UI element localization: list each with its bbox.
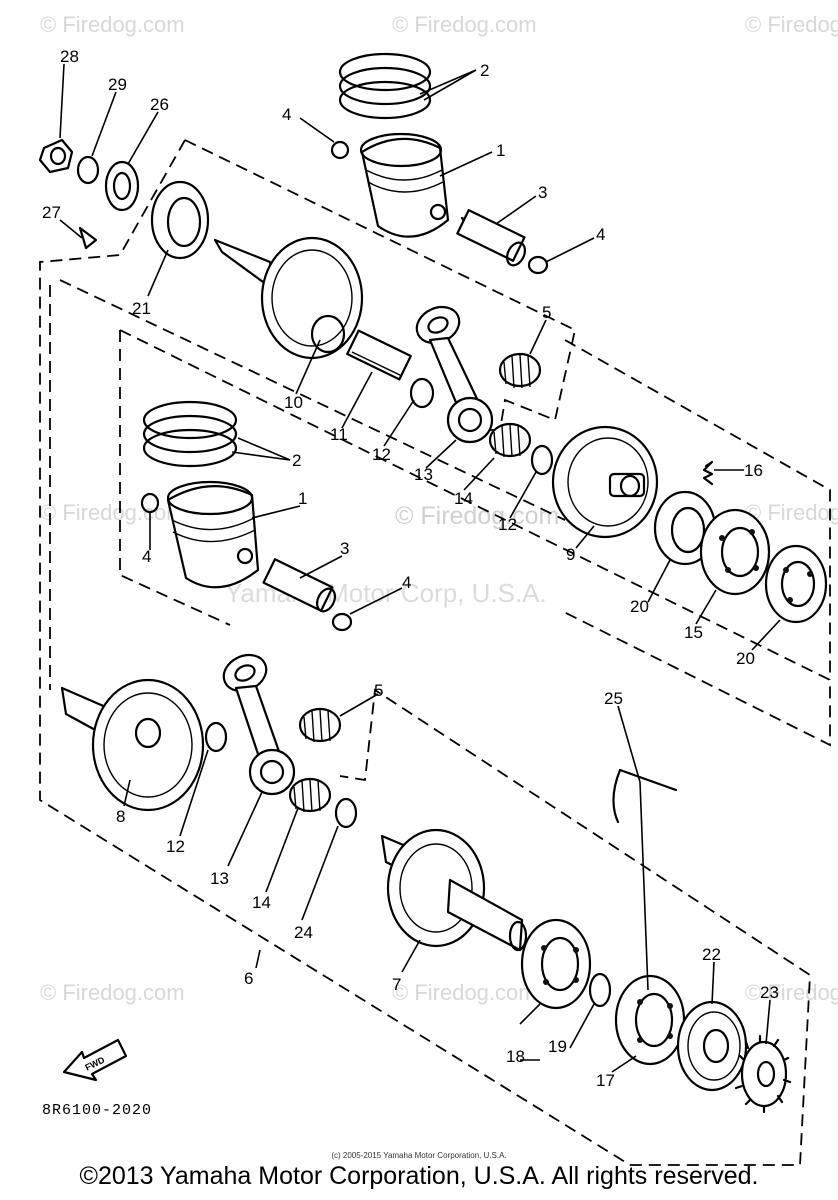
callout-5-lower: 5 [374, 681, 383, 700]
nut-28 [38, 138, 74, 174]
callout-11: 11 [330, 425, 348, 444]
washer-29 [76, 155, 100, 185]
callout-13-lower: 13 [210, 869, 229, 888]
key-27 [78, 226, 98, 250]
callout-6: 6 [244, 969, 253, 988]
callout-1-lower: 1 [298, 489, 307, 508]
callout-28: 28 [60, 47, 79, 66]
upper-piston-rings [338, 52, 432, 120]
callout-23: 23 [760, 983, 779, 1002]
crank-wheel-8 [60, 678, 205, 812]
callout-16: 16 [744, 461, 763, 480]
bearing-15 [699, 508, 771, 596]
sprocket-23 [734, 1034, 792, 1114]
callout-8: 8 [116, 807, 125, 826]
bearing-21 [150, 180, 210, 260]
callout-18: 18 [506, 1047, 525, 1066]
crank-wheel-10 [213, 236, 364, 360]
diagram-part-code: 8R6100-2020 [42, 1102, 153, 1119]
watermark-bottom-right: © Firedog.com [745, 980, 838, 1005]
watermark-top-center: © Firedog.com [392, 12, 537, 37]
watermark-top-left: © Firedog.com [40, 12, 185, 37]
lower-circlip-right [331, 612, 353, 632]
spring-16 [702, 460, 714, 486]
callout-19: 19 [548, 1037, 567, 1056]
needle-bearing-5-lower [298, 707, 342, 743]
lower-piston-pin [262, 558, 337, 613]
upper-piston [359, 132, 450, 238]
callout-2-lower: 2 [292, 451, 301, 470]
callout-4-upper-right: 4 [596, 225, 605, 244]
watermark-layer: © Firedog.com © Firedog.com © Firedog.co… [40, 12, 838, 1005]
callout-labels: 28 29 26 27 21 2 4 1 3 4 5 10 11 12 13 1… [42, 47, 779, 1090]
washer-12-upper-right [530, 444, 554, 476]
bearing-20-b [764, 544, 828, 624]
washer-19 [588, 972, 612, 1008]
washer-12-lower [204, 721, 228, 753]
callout-3-upper: 3 [538, 183, 547, 202]
callout-22: 22 [702, 945, 721, 964]
upper-circlip-left [330, 140, 350, 160]
needle-bearing-14-lower [288, 777, 332, 813]
callout-3-lower: 3 [340, 539, 349, 558]
callout-4-upper-left: 4 [282, 105, 291, 124]
callout-12-upper: 12 [372, 445, 391, 464]
callout-14-lower: 14 [252, 893, 271, 912]
oil-seal-22 [676, 1000, 748, 1092]
crank-wheel-9 [551, 425, 659, 539]
small-copyright-notice: (c) 2005-2015 Yamaha Motor Corporation, … [331, 1151, 507, 1160]
watermark-top-right: © Firedog.com [745, 12, 838, 37]
callout-27: 27 [42, 203, 61, 222]
crank-pin-11 [346, 329, 412, 381]
callout-20-a: 20 [630, 597, 649, 616]
clip-25 [612, 768, 678, 824]
callout-9: 9 [566, 545, 575, 564]
oil-seal-26 [104, 160, 140, 212]
bearing-18 [520, 918, 592, 1010]
callout-5-upper: 5 [542, 303, 551, 322]
callout-24: 24 [294, 923, 313, 942]
upper-piston-pin [456, 209, 527, 267]
watermark-bottom-center: © Firedog.com [392, 980, 537, 1005]
lower-piston-rings [142, 400, 238, 468]
callout-12-upper-right: 12 [498, 515, 517, 534]
leader-lines [59, 63, 781, 1073]
washer-12-upper [409, 377, 435, 409]
watermark-center: © Firedog.com [395, 502, 559, 530]
bearing-17 [614, 974, 686, 1066]
callout-25: 25 [604, 689, 623, 708]
callout-10: 10 [284, 393, 303, 412]
watermark-mid-right: © Firedog.com [745, 500, 838, 525]
callout-2-upper: 2 [480, 61, 489, 80]
callout-26: 26 [150, 95, 169, 114]
needle-bearing-14-upper [488, 422, 532, 458]
callout-4-lower-left: 4 [142, 547, 151, 566]
callout-4-lower-right: 4 [402, 573, 411, 592]
callout-15: 15 [684, 623, 703, 642]
callout-13-upper: 13 [414, 465, 433, 484]
copyright-notice: ©2013 Yamaha Motor Corporation, U.S.A. A… [79, 1162, 759, 1190]
needle-bearing-5-upper [498, 352, 542, 389]
connecting-rod-13-lower [222, 653, 296, 796]
callout-7: 7 [392, 975, 401, 994]
crank-wheel-7 [380, 828, 528, 952]
fwd-arrow-icon: FWD [62, 1038, 128, 1082]
connecting-rod-13-upper [415, 305, 494, 444]
callout-12-lower: 12 [166, 837, 185, 856]
callout-20-b: 20 [736, 649, 755, 668]
callout-1-upper: 1 [496, 141, 505, 160]
callout-21: 21 [132, 299, 151, 318]
washer-24 [334, 797, 358, 829]
upper-circlip-right [527, 255, 549, 275]
watermark-mid-left: © Firedog.com [40, 500, 185, 525]
watermark-bottom-left: © Firedog.com [40, 980, 185, 1005]
callout-14-upper: 14 [454, 489, 473, 508]
lower-piston [166, 480, 260, 589]
callout-29: 29 [108, 75, 127, 94]
callout-17: 17 [596, 1071, 615, 1090]
